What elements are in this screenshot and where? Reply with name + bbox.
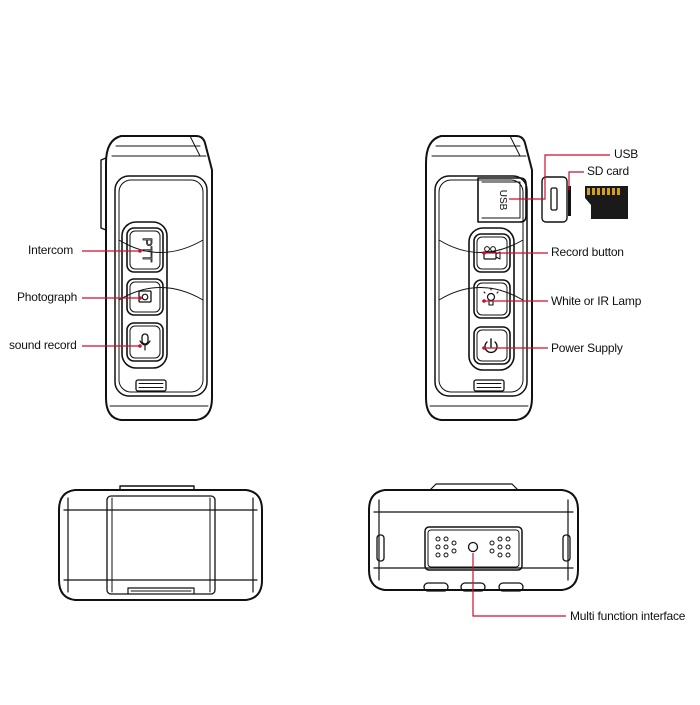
top-view-bottom-vent (127, 587, 195, 595)
back-bottom-vent (473, 379, 505, 392)
label-lamp: White or IR Lamp (551, 294, 642, 308)
label-photograph: Photograph (17, 290, 78, 304)
front-bottom-vent (135, 379, 167, 392)
leader-lamp-dot (482, 299, 486, 303)
leader-power-dot (482, 346, 486, 350)
label-power: Power Supply (551, 341, 623, 355)
top-view-panel-lines (111, 497, 211, 593)
label-record-button: Record button (551, 245, 624, 259)
front-clip (100, 157, 107, 231)
interface-pins-right (489, 536, 511, 558)
left-side-slot (376, 534, 385, 562)
front-top-detail (111, 135, 207, 157)
lamp-button-inner (476, 282, 508, 316)
leader-lines (82, 154, 610, 617)
bottom-view-top-edge (429, 483, 519, 491)
back-inner-frame (434, 175, 528, 397)
top-view-clip (119, 485, 195, 491)
top-view-frame-lines (63, 497, 258, 593)
sd-card-icon (585, 186, 628, 219)
bottom-view-outline (368, 489, 579, 591)
lamp-icon (483, 287, 499, 306)
back-button-panel (468, 227, 515, 371)
photo-button-inner (129, 281, 161, 313)
power-icon (484, 338, 498, 354)
ptt-button[interactable] (126, 227, 164, 273)
leader-sd-card (568, 171, 584, 190)
label-sound-record: sound record (9, 338, 77, 352)
top-view-panel (106, 495, 216, 595)
usb-port-text: USB (497, 190, 508, 211)
label-usb: USB (614, 147, 639, 161)
front-view: PTT (100, 135, 213, 421)
leader-record-dot (482, 251, 486, 255)
front-inner-frame-2 (118, 179, 204, 393)
power-button-inner (476, 329, 508, 362)
front-inner-frame (114, 175, 208, 397)
leader-intercom-dot (138, 249, 142, 253)
label-sd-card: SD card (587, 164, 629, 178)
power-button[interactable] (473, 326, 511, 365)
interface-center-pin (467, 541, 479, 553)
back-view: USB (425, 135, 533, 421)
lamp-button[interactable] (473, 279, 511, 319)
leader-multi-interface (472, 553, 566, 617)
back-body-outline (425, 135, 533, 421)
front-body-outline (105, 135, 213, 421)
top-view (58, 485, 263, 601)
camera-icon (138, 290, 152, 303)
right-side-slot (562, 534, 571, 562)
photo-button[interactable] (126, 278, 164, 316)
back-top-detail (431, 135, 527, 157)
leader-usb (509, 154, 610, 200)
interface-pins-left (435, 536, 457, 558)
microphone-icon (139, 333, 151, 351)
ptt-button-inner (129, 230, 161, 270)
top-view-outline (58, 489, 263, 601)
mic-button[interactable] (126, 322, 164, 362)
leader-photograph-dot (138, 296, 142, 300)
ptt-text: PTT (140, 238, 155, 263)
label-multi-interface: Multi function interface (570, 609, 686, 623)
usb-port-detail (541, 176, 568, 223)
back-inner-frame-2 (438, 179, 524, 393)
sd-slot-detail (568, 186, 571, 216)
label-intercom: Intercom (28, 243, 74, 257)
usb-flap[interactable]: USB (477, 177, 527, 223)
leader-sound-record-dot (138, 344, 142, 348)
front-button-panel (121, 221, 168, 369)
bottom-view-frame-lines (373, 499, 574, 581)
mic-button-inner (129, 325, 161, 359)
